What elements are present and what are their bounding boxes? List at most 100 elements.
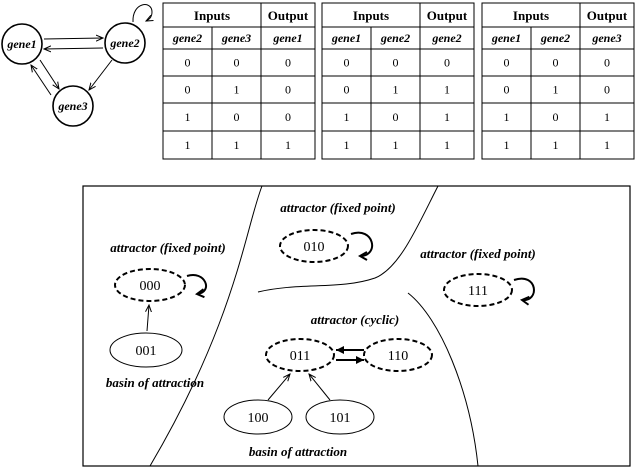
table-cell: 0	[285, 83, 291, 97]
table-column-header: gene2	[431, 31, 461, 45]
table-column-header: gene2	[172, 31, 202, 45]
table-column-header: gene3	[591, 31, 621, 45]
table-cell: 0	[285, 110, 291, 124]
table-column-header: gene1	[491, 31, 521, 45]
table-cell: 0	[604, 56, 610, 70]
transition-100-to-011	[267, 374, 290, 401]
table-cell: 1	[444, 138, 450, 152]
table-cell: 1	[604, 138, 610, 152]
truth-table-2: Inputs Output gene1 gene2 gene2 0 0 0 0 1 1 1 0 1 1 1 1	[321, 2, 475, 160]
state-011: 011	[265, 338, 335, 372]
self-loop-111	[513, 277, 535, 300]
table-cell: 0	[393, 56, 399, 70]
state-110: 110	[363, 338, 433, 372]
table-cell: 1	[393, 83, 399, 97]
self-loop-000	[186, 273, 208, 294]
table-cell: 0	[344, 56, 350, 70]
table-column-header: gene1	[272, 31, 302, 45]
table-cell: 1	[444, 83, 450, 97]
edge-gene3-to-gene1	[31, 65, 52, 96]
table-cell: 1	[344, 110, 350, 124]
table-cell: 1	[185, 110, 191, 124]
table-cell: 1	[604, 110, 610, 124]
table-cell: 0	[604, 83, 610, 97]
table-cell: 0	[185, 83, 191, 97]
gene2-label: gene2	[109, 36, 139, 50]
cyclic-attractor-label: attractor (cyclic)	[311, 312, 399, 327]
state-010: 010	[279, 229, 349, 263]
table-cell: 0	[504, 56, 510, 70]
fixed-point-label-000: attractor (fixed point)	[110, 240, 226, 255]
table-cell: 0	[285, 56, 291, 70]
table-cell: 1	[553, 138, 559, 152]
table-cell: 1	[185, 138, 191, 152]
table-cell: 1	[234, 138, 240, 152]
svg-text:110: 110	[388, 349, 408, 364]
truth-table-1: Inputs Output gene2 gene3 gene1 0 0 0 0 1 0 1 0 0 1 1 1	[162, 2, 316, 160]
state-100: 100	[223, 399, 293, 435]
state-001: 001	[109, 332, 183, 368]
table-cell: 1	[393, 138, 399, 152]
edge-gene1-to-gene2	[43, 38, 103, 39]
table-cell: 0	[504, 83, 510, 97]
svg-text:010: 010	[304, 240, 325, 255]
state-111: 111	[443, 273, 513, 307]
table-cell: 1	[504, 138, 510, 152]
self-loop-010	[350, 231, 374, 256]
fixed-point-label-111: attractor (fixed point)	[420, 246, 536, 261]
table-cell: 1	[553, 83, 559, 97]
transition-001-to-000	[147, 305, 149, 332]
table-cell: 0	[553, 110, 559, 124]
edge-gene1-to-gene3	[39, 59, 59, 89]
table-inputs-header: Inputs	[513, 8, 549, 23]
edge-gene2-to-gene3	[89, 59, 113, 90]
gene-network: gene1 gene2 gene3	[1, 4, 152, 127]
svg-text:001: 001	[136, 344, 157, 359]
table-output-header: Output	[587, 8, 628, 23]
svg-text:101: 101	[330, 411, 351, 426]
svg-text:000: 000	[140, 279, 161, 294]
gene3-node: gene3	[52, 85, 94, 127]
table-cell: 0	[234, 56, 240, 70]
table-column-header: gene1	[331, 31, 361, 45]
table-inputs-header: Inputs	[194, 8, 230, 23]
table-cell: 1	[234, 83, 240, 97]
state-000: 000	[114, 268, 186, 302]
gene3-label: gene3	[57, 99, 87, 113]
svg-text:011: 011	[290, 349, 310, 364]
svg-text:100: 100	[248, 411, 269, 426]
table-cell: 0	[393, 110, 399, 124]
table-cell: 1	[444, 110, 450, 124]
gene1-label: gene1	[6, 37, 36, 51]
basin-boundary-top-right	[257, 185, 439, 293]
table-inputs-header: Inputs	[353, 8, 389, 23]
basin-boundary-bottom-right	[407, 292, 479, 467]
table-cell: 1	[504, 110, 510, 124]
table-column-header: gene2	[540, 31, 570, 45]
basin-boundary-left	[149, 185, 263, 467]
basin-label-000: basin of attraction	[106, 375, 204, 390]
table-cell: 0	[344, 83, 350, 97]
table-cell: 0	[234, 110, 240, 124]
table-column-header: gene3	[221, 31, 251, 45]
table-column-header: gene2	[380, 31, 410, 45]
table-output-header: Output	[268, 8, 309, 23]
gene2-node: gene2	[104, 22, 146, 64]
table-cell: 0	[185, 56, 191, 70]
table-output-header: Output	[427, 8, 468, 23]
edge-gene2-self-loop	[132, 4, 152, 23]
table-cell: 0	[444, 56, 450, 70]
basin-label-cyclic: basin of attraction	[249, 444, 347, 459]
state-101: 101	[305, 399, 375, 435]
edge-gene2-to-gene1	[44, 48, 104, 49]
table-cell: 1	[344, 138, 350, 152]
transition-101-to-011	[309, 374, 331, 401]
state-space-diagram: attractor (fixed point) 000 001 basin of…	[82, 185, 631, 467]
gene1-node: gene1	[1, 23, 43, 65]
fixed-point-label-010: attractor (fixed point)	[280, 200, 396, 215]
table-cell: 1	[285, 138, 291, 152]
svg-text:111: 111	[468, 284, 488, 299]
